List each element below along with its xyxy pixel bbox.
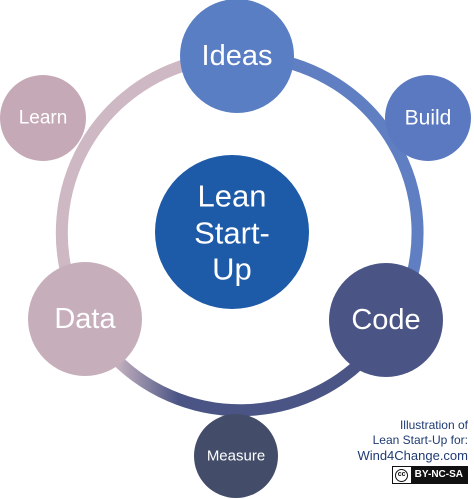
- node-measure: Measure: [194, 414, 278, 498]
- node-data-label: Data: [54, 303, 116, 335]
- node-data: Data: [28, 262, 142, 376]
- license-label: BY-NC-SA: [410, 467, 467, 483]
- cc-icon: cc: [395, 468, 409, 482]
- ring-arc-code-to-data: [106, 340, 382, 417]
- center-label-line-2: Start-: [194, 216, 270, 251]
- node-build-circle: [385, 75, 471, 161]
- ring-arc-data-to-ideas: [55, 56, 202, 292]
- node-data-circle: [28, 262, 142, 376]
- center-label-line-1: Lean: [198, 179, 267, 214]
- credit-line-2: Lean Start-Up for:: [372, 433, 468, 447]
- node-code: Code: [329, 263, 443, 377]
- node-ideas-circle: [180, 0, 294, 113]
- credit-site-link[interactable]: Wind4Change.com: [357, 448, 468, 463]
- credit-line-1: Illustration of: [399, 418, 468, 432]
- creative-commons-icon: cc: [392, 467, 411, 483]
- node-measure-circle: [194, 414, 278, 498]
- node-learn-circle: [0, 75, 86, 161]
- center-circle: [155, 155, 309, 309]
- center-node: Lean Start- Up: [155, 155, 309, 309]
- node-ideas-label: Ideas: [202, 40, 273, 72]
- illustration-credit: Illustration of Lean Start-Up for: Wind4…: [308, 418, 468, 484]
- node-learn-label: Learn: [19, 108, 68, 129]
- node-learn: Learn: [0, 75, 86, 161]
- license-badge[interactable]: cc BY-NC-SA: [391, 466, 468, 484]
- node-build-label: Build: [405, 107, 452, 130]
- node-ideas: Ideas: [180, 0, 294, 113]
- node-code-label: Code: [351, 304, 420, 336]
- node-build: Build: [385, 75, 471, 161]
- center-label-line-3: Up: [212, 252, 252, 287]
- node-code-circle: [329, 263, 443, 377]
- node-measure-label: Measure: [207, 448, 265, 465]
